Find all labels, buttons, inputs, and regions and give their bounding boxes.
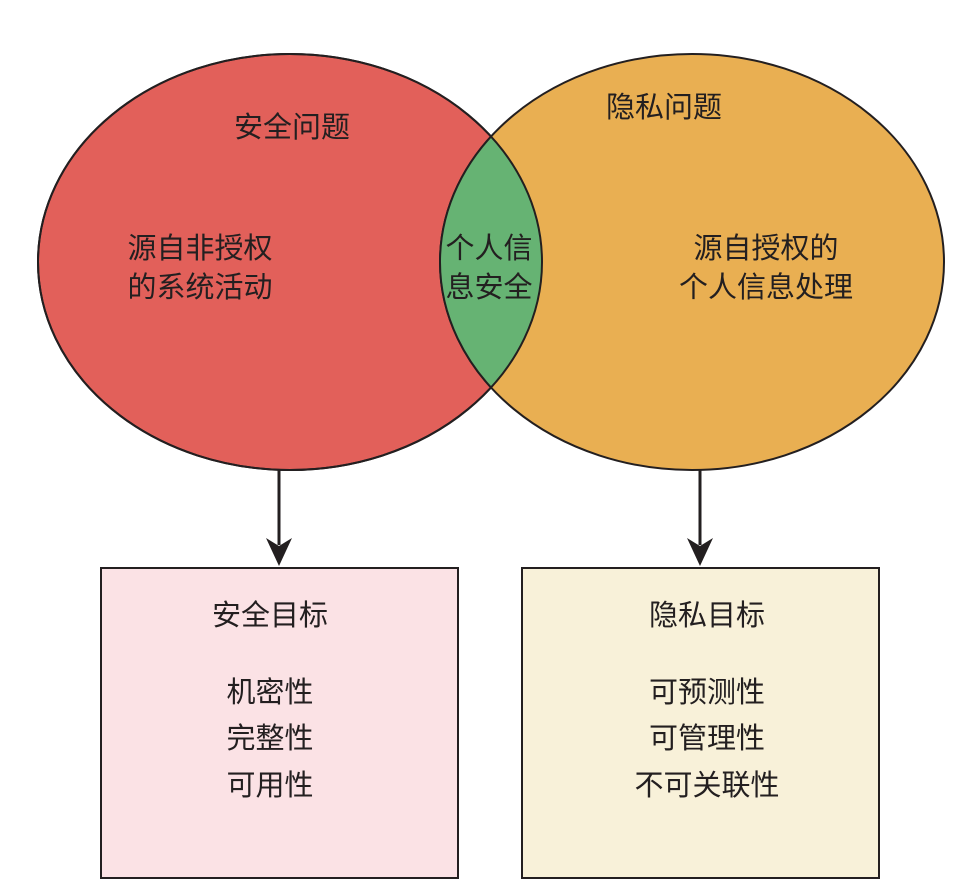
- security-ellipse-outline: [37, 53, 543, 471]
- privacy-goals-title: 隐私目标: [649, 598, 765, 632]
- privacy-goal-item: 可管理性: [649, 721, 765, 755]
- overlap-line-2: 息安全: [445, 270, 532, 304]
- security-goals-box: 安全目标 机密性 完整性 可用性: [100, 567, 459, 879]
- security-issues-line-1: 源自非授权: [127, 231, 272, 265]
- security-goal-item: 完整性: [226, 721, 313, 755]
- security-goal-item: 机密性: [226, 675, 313, 709]
- security-goal-item: 可用性: [226, 768, 313, 802]
- privacy-goal-item: 不可关联性: [634, 768, 779, 802]
- privacy-goals-box: 隐私目标 可预测性 可管理性 不可关联性: [521, 567, 880, 879]
- security-goals-title: 安全目标: [212, 598, 328, 632]
- security-issues-line-2: 的系统活动: [127, 270, 272, 304]
- privacy-goal-item: 可预测性: [649, 675, 765, 709]
- privacy-issues-title: 隐私问题: [606, 90, 722, 124]
- arrow-to-security-goals: [266, 470, 292, 566]
- privacy-issues-line-2: 个人信息处理: [679, 270, 853, 304]
- privacy-issues-line-1: 源自授权的: [693, 231, 838, 265]
- security-issues-title: 安全问题: [234, 110, 350, 144]
- arrow-to-privacy-goals: [687, 470, 713, 566]
- overlap-lens: [439, 54, 542, 470]
- overlap-line-1: 个人信: [445, 231, 532, 265]
